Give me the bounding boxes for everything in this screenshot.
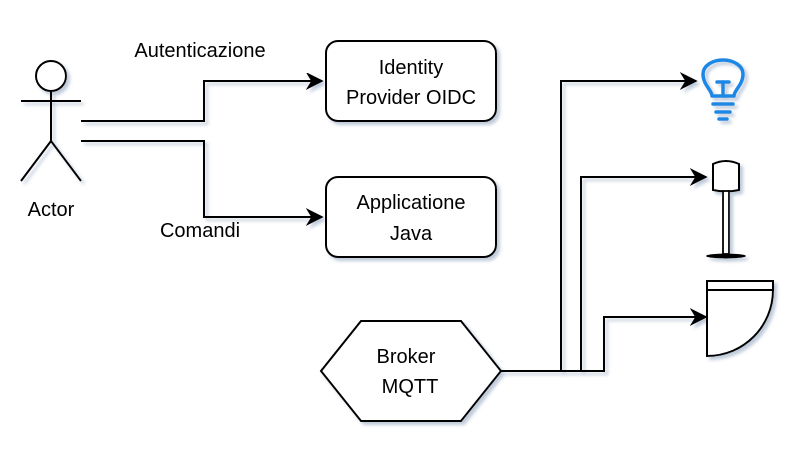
actor-label: Actor	[28, 199, 75, 221]
edge-broker-lamp	[561, 168, 708, 372]
java-app-line2: Java	[390, 223, 433, 245]
edge-commands-label: Comandi	[160, 220, 240, 242]
identity-provider-line2: Provider OIDC	[346, 87, 476, 109]
broker-line2: MQTT	[382, 376, 439, 398]
lightbulb-icon	[701, 58, 745, 121]
blind-icon	[706, 280, 775, 358]
broker-line1: Broker	[377, 346, 436, 368]
java-app-line1: Applicatione	[357, 192, 466, 214]
identity-provider-line1: Identity	[379, 57, 443, 79]
java-app-node[interactable]: Applicatione Java	[325, 176, 497, 258]
floor-lamp-icon	[706, 160, 746, 259]
actor-figure	[20, 60, 82, 182]
broker-node[interactable]: Broker MQTT	[319, 320, 503, 422]
identity-provider-node[interactable]: Identity Provider OIDC	[325, 40, 497, 122]
edge-auth	[81, 72, 324, 122]
edge-broker-bulb	[501, 72, 698, 372]
edge-auth-label: Autenticazione	[134, 40, 265, 62]
edge-commands	[81, 140, 324, 226]
edge-broker-blind	[581, 308, 708, 372]
